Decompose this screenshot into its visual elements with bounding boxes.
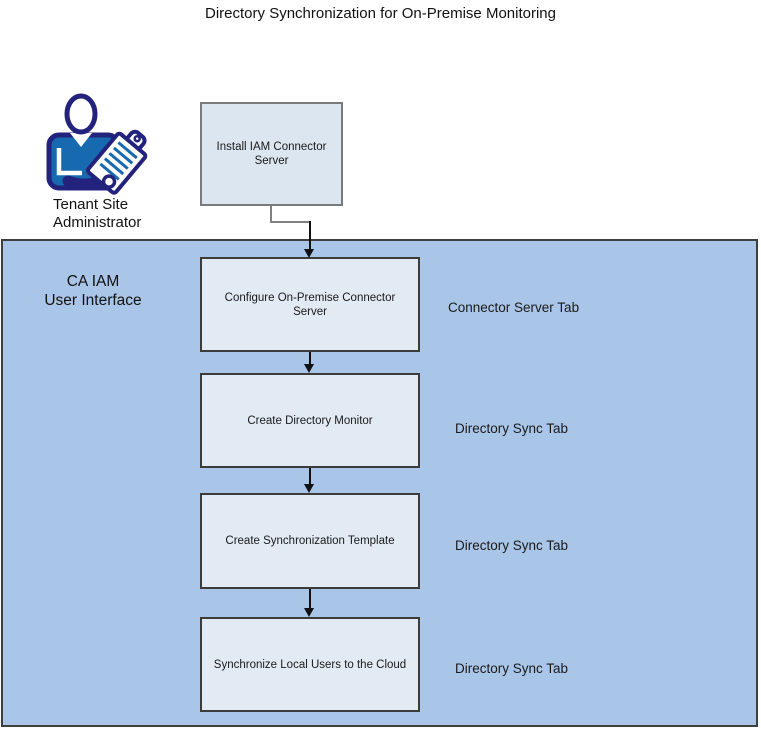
connector-elbow-vertical: [270, 206, 272, 223]
step-label: Create Directory Monitor: [247, 414, 373, 427]
step-label: Create Synchronization Template: [225, 535, 395, 547]
connector-template-to-syncusers: [309, 589, 311, 608]
step-label: Configure On-Premise Connector Server: [224, 291, 396, 318]
arrowhead-into-container: [304, 249, 314, 258]
arrowhead-monitor: [304, 364, 314, 373]
container-label-line2: User Interface: [44, 292, 142, 309]
arrowhead-template: [304, 484, 314, 493]
connector-monitor-to-template: [309, 468, 311, 484]
tab-label-directory-sync-2: Directory Sync Tab: [455, 538, 569, 553]
step-box-install-iam-connector-server: Install IAM Connector Server: [200, 102, 343, 206]
step-box-create-directory-monitor: Create Directory Monitor: [200, 373, 420, 468]
step-box-synchronize-local-users-to-the-cloud: Synchronize Local Users to the Cloud: [200, 617, 420, 712]
container-label-line1: CA IAM: [66, 273, 120, 290]
actor-label-line2: Administrator: [53, 213, 142, 231]
step-label: Install IAM Connector Server: [216, 141, 327, 167]
tab-label-directory-sync-1: Directory Sync Tab: [455, 421, 569, 436]
step-box-create-synchronization-template: Create Synchronization Template: [200, 493, 420, 589]
connector-configure-to-monitor: [309, 352, 311, 364]
arrowhead-syncusers: [304, 608, 314, 617]
person-with-clipboard-icon: [46, 93, 148, 195]
tab-label-connector-server: Connector Server Tab: [448, 300, 580, 315]
actor-label-tenant-site-administrator: Tenant Site Administrator: [53, 196, 141, 231]
step-box-configure-on-premise-connector-server: Configure On-Premise Connector Server: [200, 257, 420, 352]
actor-label-line1: Tenant Site: [53, 196, 129, 213]
diagram-title: Directory Synchronization for On-Premise…: [205, 5, 556, 22]
tab-label-directory-sync-3: Directory Sync Tab: [455, 661, 569, 676]
step-label: Synchronize Local Users to the Cloud: [213, 658, 407, 671]
connector-elbow-drop: [309, 221, 311, 249]
container-label: CA IAM User Interface: [25, 272, 161, 310]
connector-elbow-horizontal: [270, 221, 311, 223]
